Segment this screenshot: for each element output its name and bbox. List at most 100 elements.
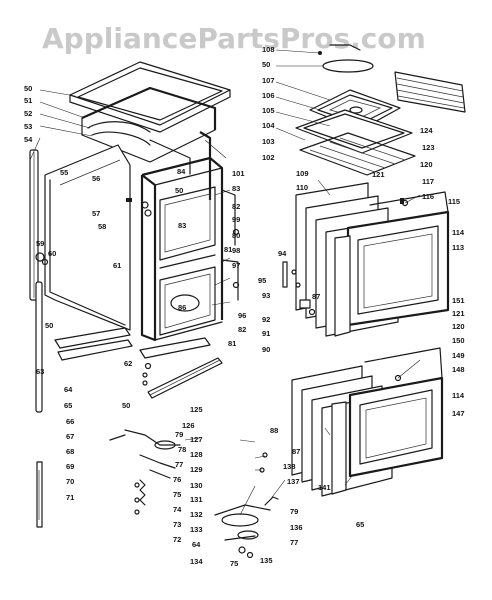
valve-assembly bbox=[109, 429, 181, 515]
callout-82-lower: 82 bbox=[238, 325, 246, 334]
callout-74: 74 bbox=[173, 505, 182, 514]
callout-107: 107 bbox=[262, 76, 275, 85]
callout-106: 106 bbox=[262, 91, 275, 100]
callout-75-left: 75 bbox=[173, 490, 181, 499]
oven-rack-top bbox=[299, 132, 416, 176]
callout-117: 117 bbox=[422, 177, 434, 186]
top-panel bbox=[69, 61, 231, 133]
callout-65: 65 bbox=[64, 401, 72, 410]
callout-58: 58 bbox=[98, 222, 106, 231]
callout-56: 56 bbox=[92, 174, 100, 183]
callout-62: 62 bbox=[124, 359, 132, 368]
callout-87-upper: 87 bbox=[312, 292, 320, 301]
upper-door-assembly bbox=[295, 182, 450, 337]
callout-104: 104 bbox=[262, 121, 275, 130]
center-fasteners bbox=[142, 362, 152, 386]
callout-50-cab: 50 bbox=[175, 186, 183, 195]
callout-120-upper: 120 bbox=[420, 160, 433, 169]
callout-149: 149 bbox=[452, 351, 465, 360]
callout-69: 69 bbox=[66, 462, 74, 471]
lower-door-assembly bbox=[291, 347, 444, 497]
callout-50-mid: 50 bbox=[45, 321, 53, 330]
vent-grill bbox=[394, 71, 466, 113]
callout-67: 67 bbox=[66, 432, 74, 441]
callout-77-left: 77 bbox=[175, 460, 183, 469]
callout-50-low: 50 bbox=[122, 401, 130, 410]
callout-80: 80 bbox=[232, 231, 240, 240]
callout-57: 57 bbox=[92, 209, 100, 218]
callout-82-right: 82 bbox=[232, 202, 240, 211]
hinge-parts bbox=[282, 261, 316, 316]
callout-151: 151 bbox=[452, 296, 465, 305]
callout-55: 55 bbox=[60, 168, 68, 177]
callout-79-left: 79 bbox=[175, 430, 183, 439]
callout-50-left: 50 bbox=[24, 84, 32, 93]
callout-60: 60 bbox=[48, 249, 56, 258]
callout-83-right: 83 bbox=[232, 184, 240, 193]
callout-77-low: 77 bbox=[290, 538, 298, 547]
callout-150: 150 bbox=[452, 336, 465, 345]
callout-120-lower: 120 bbox=[452, 322, 465, 331]
callout-128: 128 bbox=[190, 450, 203, 459]
callout-76: 76 bbox=[173, 475, 181, 484]
drawer-rail bbox=[147, 357, 223, 399]
callout-116: 116 bbox=[422, 192, 434, 201]
callout-52: 52 bbox=[24, 109, 32, 118]
leader-lines bbox=[29, 49, 421, 516]
callout-121-upper: 121 bbox=[372, 170, 385, 179]
callout-88: 88 bbox=[270, 426, 278, 435]
callout-66: 66 bbox=[66, 417, 74, 426]
burner-parts bbox=[214, 452, 279, 559]
callout-103: 103 bbox=[262, 137, 275, 146]
callout-95: 95 bbox=[258, 276, 266, 285]
callout-121-lower: 121 bbox=[452, 309, 465, 318]
figure-mark: 65 bbox=[356, 520, 364, 529]
bowl-frame bbox=[295, 109, 413, 154]
callout-135: 135 bbox=[260, 556, 273, 565]
callout-81-upper: 81 bbox=[224, 245, 232, 254]
bottom-plates bbox=[54, 327, 211, 361]
callout-113: 113 bbox=[452, 243, 464, 252]
callout-136: 136 bbox=[290, 523, 303, 532]
callout-134: 134 bbox=[190, 557, 203, 566]
oven-cabinet bbox=[140, 156, 224, 342]
callout-91: 91 bbox=[262, 329, 270, 338]
callout-126: 126 bbox=[182, 421, 195, 430]
left-bar bbox=[36, 461, 43, 528]
callout-125: 125 bbox=[190, 405, 203, 414]
callout-147: 147 bbox=[452, 409, 465, 418]
callout-115: 115 bbox=[448, 197, 460, 206]
callout-87-lower: 87 bbox=[292, 447, 300, 456]
callout-64-low: 64 bbox=[192, 540, 201, 549]
callout-78: 78 bbox=[178, 445, 186, 454]
callout-53: 53 bbox=[24, 122, 32, 131]
callout-98: 98 bbox=[232, 246, 240, 255]
callout-127: 127 bbox=[190, 435, 203, 444]
callout-109: 109 bbox=[296, 169, 309, 178]
callout-labels: 108 50 107 106 105 104 103 102 124 123 5… bbox=[24, 45, 465, 568]
callout-71: 71 bbox=[66, 493, 74, 502]
callout-133: 133 bbox=[190, 525, 203, 534]
callout-129: 129 bbox=[190, 465, 203, 474]
callout-90: 90 bbox=[262, 345, 270, 354]
callout-79-low: 79 bbox=[290, 507, 298, 516]
callout-51: 51 bbox=[24, 96, 32, 105]
callout-63: 63 bbox=[36, 367, 44, 376]
callout-138: 138 bbox=[283, 462, 296, 471]
callout-148: 148 bbox=[452, 365, 465, 374]
callout-83-center: 83 bbox=[178, 221, 186, 230]
callout-137: 137 bbox=[287, 477, 300, 486]
callout-61: 61 bbox=[113, 261, 121, 270]
callout-68: 68 bbox=[66, 447, 74, 456]
callout-75-low: 75 bbox=[230, 559, 238, 568]
callout-73: 73 bbox=[173, 520, 181, 529]
callout-131: 131 bbox=[190, 495, 203, 504]
callout-105: 105 bbox=[262, 106, 275, 115]
callout-114-lower: 114 bbox=[452, 391, 465, 400]
callout-110: 110 bbox=[296, 183, 308, 192]
callout-123: 123 bbox=[422, 143, 435, 152]
callout-86: 86 bbox=[178, 303, 186, 312]
cabinet-brackets bbox=[221, 189, 240, 301]
callout-101: 101 bbox=[232, 169, 245, 178]
